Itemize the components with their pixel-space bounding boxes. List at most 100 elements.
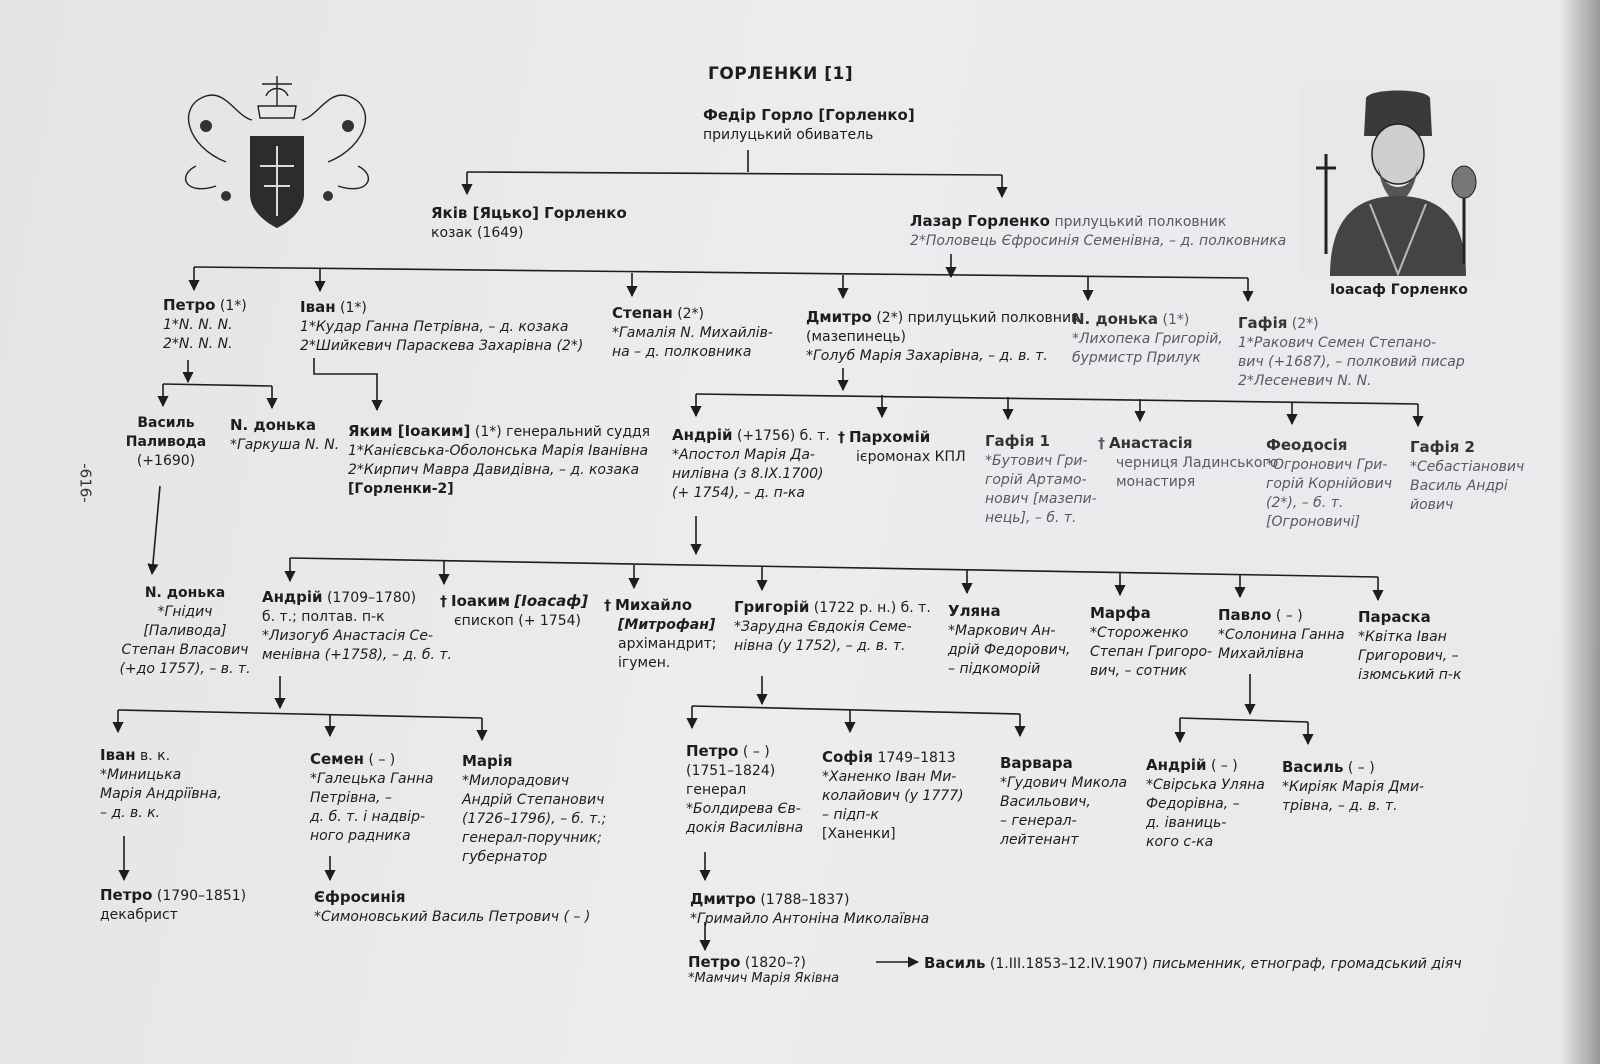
person-spouse: *Солонина Ганна xyxy=(1218,627,1345,643)
person-uliana: Уляна *Маркович Ан- дрій Федорович, – пі… xyxy=(948,602,1070,679)
person-name: Анастасія xyxy=(1109,434,1193,452)
person-note: ігумен. xyxy=(618,655,671,671)
person-spouse: колайович (у 1777) xyxy=(822,788,964,804)
person-spouse: [Паливода] xyxy=(143,623,227,639)
person-name: Григорій xyxy=(734,598,810,616)
deceased-cross-icon: † xyxy=(838,430,845,446)
person-detail: (1709–1780) xyxy=(326,590,417,606)
person-hafia-3: Гафія 2 *Себастіанович Василь Андрі йови… xyxy=(1410,438,1524,515)
person-name: Іоаким xyxy=(451,592,510,610)
person-spouse: *Милорадович xyxy=(462,773,570,789)
person-spouse: (1726–1796), – б. т.; xyxy=(462,811,607,827)
person-spouse: нович [мазепи- xyxy=(985,491,1097,507)
person-spouse: *Галецька Ганна xyxy=(310,771,434,787)
person-spouse: [Огроновичі] xyxy=(1266,514,1360,530)
person-spouse: – д. в. к. xyxy=(100,805,161,821)
person-pavlo: Павло ( – ) *Солонина Ганна Михайлівна xyxy=(1218,606,1345,664)
coat-of-arms-image xyxy=(184,76,370,228)
person-spouse: Федорівна, – xyxy=(1146,796,1240,812)
person-name: Степан xyxy=(612,304,673,322)
person-spouse: губернатор xyxy=(462,849,548,865)
person-detail: (1*) xyxy=(1162,312,1190,328)
person-name: Паливода xyxy=(125,434,207,450)
person-andrii-3: Андрій ( – ) *Свірська Уляна Федорівна, … xyxy=(1146,756,1265,852)
person-detail: ( – ) xyxy=(1275,608,1303,624)
person-name: Василь xyxy=(137,415,195,431)
person-n-donka-2: N. донька *Гаркуша N. N. xyxy=(230,416,339,455)
person-spouse: Степан Власович xyxy=(121,642,249,658)
person-spouse: *Мамчич Марія Яківна xyxy=(688,971,840,986)
person-spouse: ного радника xyxy=(310,828,411,844)
person-name: Петро xyxy=(163,296,216,314)
person-spouse: Андрій Степанович xyxy=(462,792,605,808)
person-spouse: ізюмський п-к xyxy=(1358,667,1462,683)
person-spouse: *Маркович Ан- xyxy=(948,623,1056,639)
person-name: Гафія 1 xyxy=(985,432,1050,450)
person-spouse: *Квітка Іван xyxy=(1358,629,1447,645)
person-spouse: генерал-поручник; xyxy=(462,830,602,846)
person-spouse: д. б. т. і надвір- xyxy=(310,809,426,825)
person-spouse: Петрівна, – xyxy=(310,790,392,806)
person-andrii-1: Андрій (+1756) б. т. *Апостол Марія Да- … xyxy=(672,426,830,503)
person-petro-1: Петро (1*) 1*N. N. N. 2*N. N. N. xyxy=(163,296,247,354)
person-spouse: докія Василівна xyxy=(686,820,804,836)
person-name: Уляна xyxy=(948,602,1001,620)
person-spouse: *Огронович Гри- xyxy=(1266,457,1388,473)
person-andrii-2: Андрій (1709–1780) б. т.; полтав. п-к *Л… xyxy=(262,588,452,665)
person-name: Марія xyxy=(462,752,513,770)
person-spouse: трівна, – д. в. т. xyxy=(1282,798,1398,814)
person-vasyl-palyvoda: Василь Паливода (+1690) xyxy=(120,414,212,471)
person-detail: (1820–?) xyxy=(744,955,806,971)
person-paraska: Параска *Квітка Іван Григорович, – ізюмс… xyxy=(1358,608,1461,685)
person-note: генерал xyxy=(686,782,747,798)
person-name: Федір Горло [Горленко] xyxy=(703,106,915,124)
person-spouse: – підкоморій xyxy=(948,661,1041,677)
person-petro-4: Петро (1820–?) *Мамчич Марія Яківна xyxy=(688,954,839,987)
person-spouse: Григорович, – xyxy=(1358,648,1459,664)
person-spouse: д. іваниць- xyxy=(1146,815,1227,831)
person-spouse: 2*Кирпич Мавра Давидівна, – д. козака xyxy=(348,462,640,478)
person-name: Яків [Яцько] Горленко xyxy=(431,204,627,222)
portrait-image xyxy=(1300,84,1496,276)
person-mykhailo: †Михайло [Митрофан] архімандрит; ігумен. xyxy=(604,596,716,673)
person-note: (мазепинець) xyxy=(806,329,906,345)
person-spouse: горій Артамо- xyxy=(985,472,1087,488)
person-spouse: (+ 1754), – д. п-ка xyxy=(672,485,805,501)
person-spouse: 1*Кудар Ганна Петрівна, – д. козака xyxy=(300,319,569,335)
person-spouse: *Гаркуша N. N. xyxy=(230,437,340,453)
person-detail: (1*) xyxy=(340,300,367,316)
person-note: козак (1649) xyxy=(431,225,524,241)
person-name: Варвара xyxy=(1000,754,1073,772)
person-spouse: *Гудович Микола xyxy=(1000,775,1128,791)
person-detail: прилуцький полковник xyxy=(1054,214,1227,230)
person-name: Іван xyxy=(100,746,136,764)
person-yefrosynia: Єфросинія *Симоновський Василь Петрович … xyxy=(314,888,590,927)
person-name: Лазар Горленко xyxy=(910,212,1050,230)
person-detail: (2*) прилуцький полковник xyxy=(876,310,1080,326)
person-spouse: нець], – б. т. xyxy=(985,510,1077,526)
person-detail: (1790–1851) xyxy=(156,888,247,904)
person-dates: (1751–1824) xyxy=(686,763,776,779)
person-detail: ( – ) xyxy=(368,752,396,768)
person-detail: ( – ) xyxy=(1210,758,1238,774)
person-name: Семен xyxy=(310,750,364,768)
person-semen: Семен ( – ) *Галецька Ганна Петрівна, – … xyxy=(310,750,433,846)
person-name: Єфросинія xyxy=(314,888,406,906)
person-spouse: *Стороженко xyxy=(1090,625,1189,641)
person-name: Петро xyxy=(688,953,741,971)
person-detail: в. к. xyxy=(140,748,171,764)
person-name: N. донька xyxy=(1072,310,1159,328)
person-fedir: Федір Горло [Горленко] прилуцький обиват… xyxy=(703,106,915,145)
person-stepan: Степан (2*) *Гамалія N. Михайлів- на – д… xyxy=(612,304,773,362)
person-detail: (1788–1837) xyxy=(760,892,850,908)
person-name: Іван xyxy=(300,298,336,316)
person-hafia-2: Гафія 1 *Бутович Гри- горій Артамо- нови… xyxy=(985,432,1097,528)
person-petro-2: Петро ( – ) (1751–1824) генерал *Болдире… xyxy=(686,742,803,838)
person-spouse: *Голуб Марія Захарівна, – д. в. т. xyxy=(806,348,1048,364)
person-spouse: *Себастіанович xyxy=(1410,459,1525,475)
person-hryhorii: Григорій (1722 р. н.) б. т. *Зарудна Євд… xyxy=(734,598,931,656)
person-dmytro-2: Дмитро (1788–1837) *Гримайло Антоніна Ми… xyxy=(690,890,929,929)
person-yakym: Яким [Іоаким] (1*) генеральний суддя 1*К… xyxy=(348,422,650,499)
person-detail: ( – ) xyxy=(1347,760,1375,776)
